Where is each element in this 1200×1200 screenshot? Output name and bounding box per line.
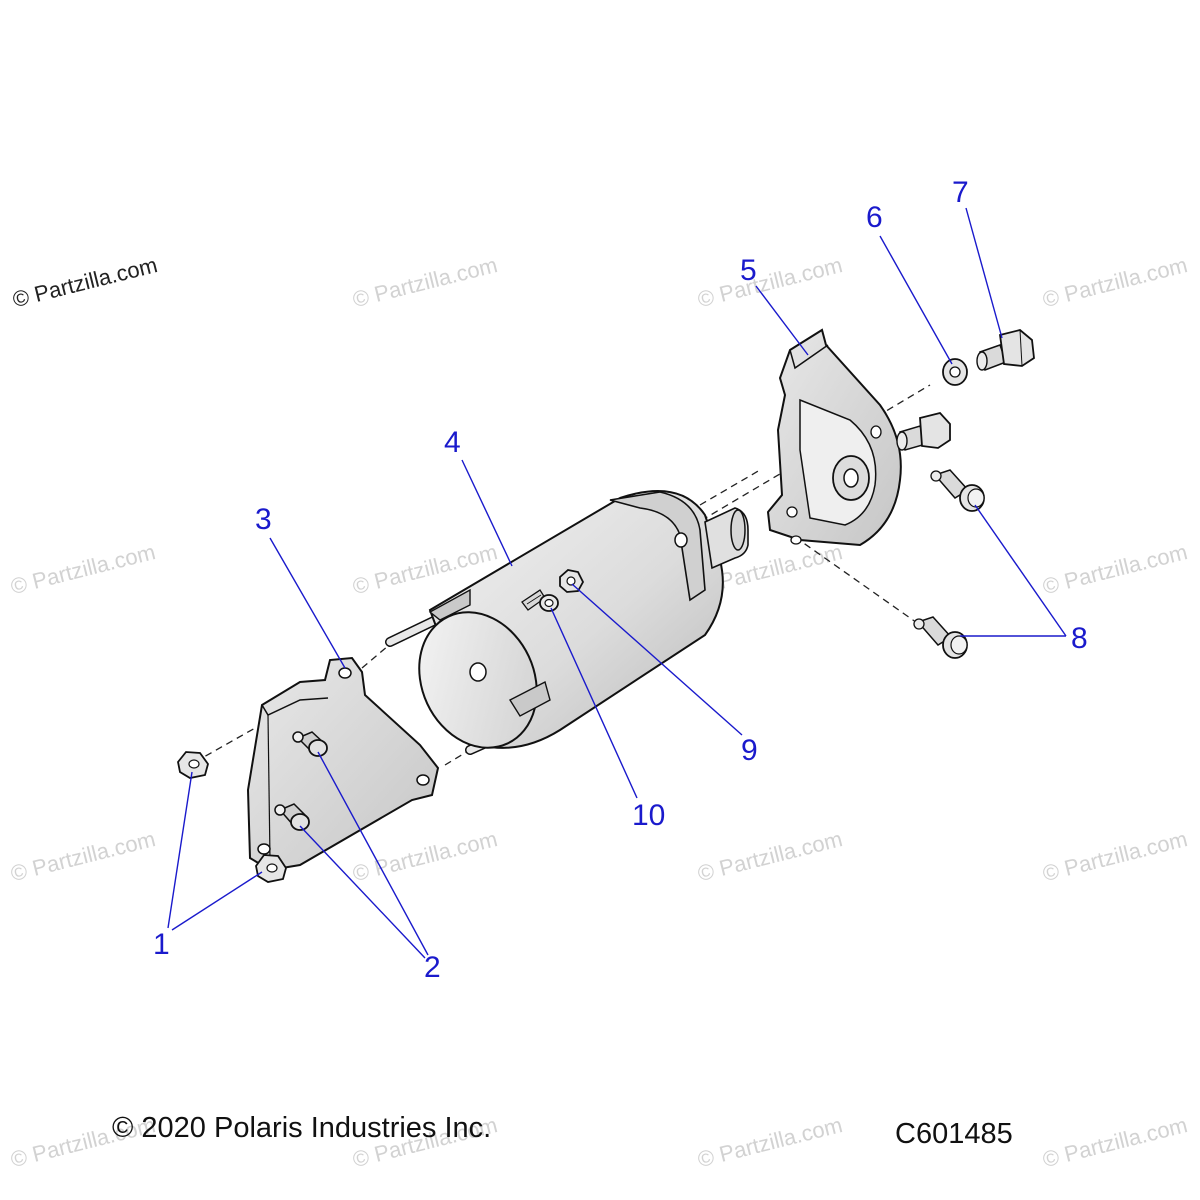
- diagram-code: C601485: [895, 1118, 1013, 1150]
- callout-8[interactable]: 8: [1071, 622, 1088, 655]
- stud: [274, 803, 310, 831]
- copyright-text: © 2020 Polaris Industries Inc.: [112, 1112, 492, 1144]
- flat-washer: [942, 358, 968, 386]
- starter-motor: [385, 489, 749, 755]
- hex-bolt: [896, 411, 951, 451]
- callout-10[interactable]: 10: [632, 799, 666, 832]
- callout-3[interactable]: 3: [255, 503, 272, 536]
- flange-nut: [255, 854, 287, 883]
- callout-1[interactable]: 1: [153, 928, 170, 961]
- callout-2[interactable]: 2: [424, 951, 441, 984]
- callout-6[interactable]: 6: [866, 201, 883, 234]
- flange-bolt: [930, 469, 985, 512]
- lock-washer: [539, 594, 559, 612]
- callout-4[interactable]: 4: [444, 426, 461, 459]
- terminal-nut: [559, 569, 585, 593]
- support-bracket: [766, 328, 902, 547]
- flange-bolt: [913, 616, 968, 659]
- callout-7[interactable]: 7: [952, 176, 969, 209]
- stud: [292, 731, 328, 757]
- leader-lines: [167, 207, 1067, 959]
- flange-nut: [177, 751, 209, 779]
- callout-9[interactable]: 9: [741, 734, 758, 767]
- starter-bracket: [246, 656, 440, 872]
- hex-bolt: [976, 329, 1035, 371]
- callout-5[interactable]: 5: [740, 254, 757, 287]
